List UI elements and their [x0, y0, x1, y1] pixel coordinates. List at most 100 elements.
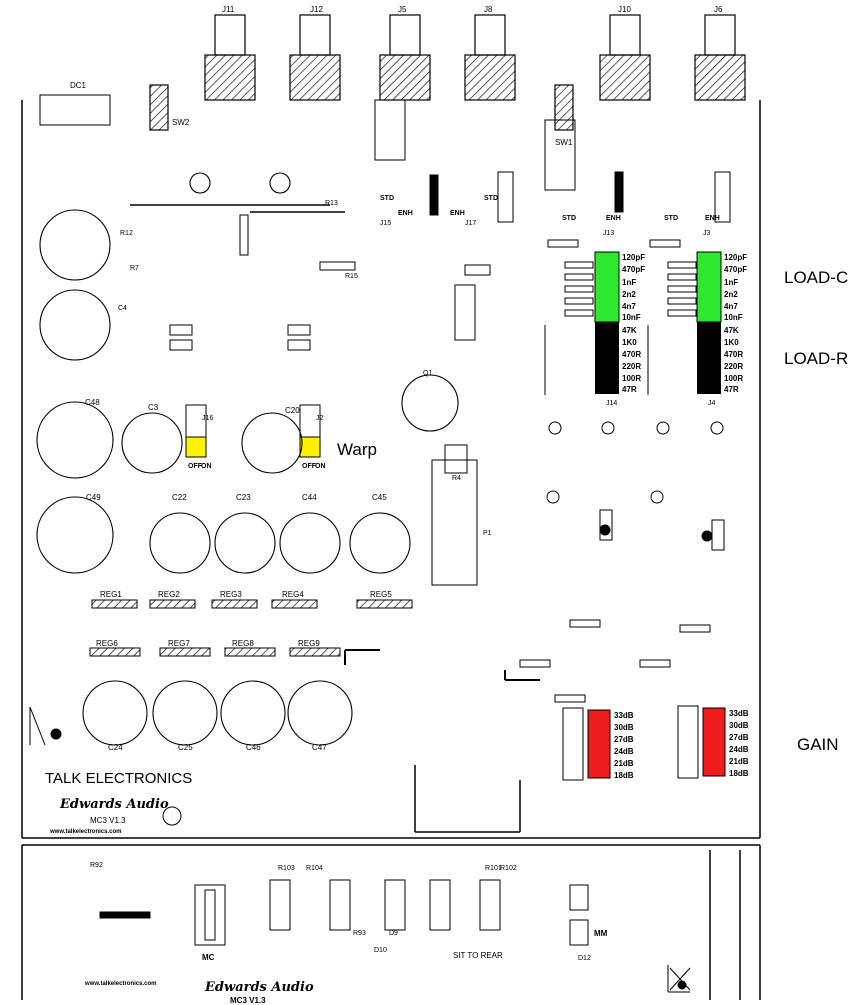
load-c-value: 120pF [724, 253, 747, 262]
capacitor [39, 209, 111, 281]
svg-text:R93: R93 [353, 930, 366, 937]
svg-text:R101: R101 [485, 865, 502, 872]
connector-labels: J11 J12 J5 J8 J10 J6 DC1 SW2 SW1 [70, 5, 723, 147]
connector-label: J8 [484, 5, 493, 14]
svg-text:C48: C48 [85, 398, 100, 407]
capacitor [214, 512, 276, 574]
svg-text:J2: J2 [316, 415, 324, 422]
load-r-value: 470R [622, 350, 641, 359]
svg-text:R103: R103 [278, 865, 295, 872]
load-r-value: 470R [724, 350, 743, 359]
product-name: Edwards Audio [59, 797, 169, 812]
load-c-value: 120pF [622, 253, 645, 262]
svg-text:33dB: 33dB [614, 711, 634, 720]
svg-text:STD: STD [484, 195, 498, 202]
svg-text:REG2: REG2 [158, 590, 180, 599]
svg-text:ON: ON [315, 463, 326, 470]
capacitor [220, 680, 286, 746]
capacitor [39, 289, 111, 361]
warp-switch-left [185, 436, 207, 458]
svg-text:ON: ON [201, 463, 212, 470]
branding-main: TALK ELECTRONICS Edwards Audio MC3 V1.3 … [45, 770, 192, 835]
load-r-jumper-right [697, 322, 721, 394]
svg-text:J4: J4 [708, 400, 716, 407]
svg-text:21dB: 21dB [729, 757, 749, 766]
load-r-value: 47R [724, 385, 739, 394]
connector-label: J6 [714, 5, 723, 14]
svg-text:J16: J16 [202, 415, 213, 422]
load-r-jumper-left [595, 322, 619, 394]
load-r-value: 1K0 [724, 338, 739, 347]
svg-text:27dB: 27dB [729, 733, 749, 742]
capacitor [36, 401, 114, 479]
bottom-board-text: MM MC SIT TO REAR [202, 929, 608, 962]
load-c-value: 2n2 [622, 290, 636, 299]
load-c-value: 1nF [724, 278, 738, 287]
svg-text:REG9: REG9 [298, 639, 320, 648]
load-c-jumper-left [594, 251, 620, 323]
load-r-value: 47R [622, 385, 637, 394]
large-capacitors [36, 172, 459, 746]
capacitor [121, 412, 183, 474]
switch-labels: OFF ON OFF ON STD ENH STD ENH STD ENH ST… [188, 195, 720, 470]
svg-text:C20: C20 [285, 406, 300, 415]
url-label: www.talkelectronics.com [49, 829, 121, 835]
misc-component-labels: R13 R12 R15 R7 C4 Q1 R4 P1 J14 J15 J16 J… [90, 200, 716, 962]
svg-text:C45: C45 [372, 493, 387, 502]
load-component-rows [544, 261, 697, 395]
svg-text:C47: C47 [312, 743, 327, 752]
connector-label: J5 [398, 5, 407, 14]
svg-text:REG5: REG5 [370, 590, 392, 599]
svg-text:STD: STD [380, 195, 394, 202]
svg-text:J15: J15 [380, 220, 391, 227]
product-name-bottom: Edwards Audio [204, 980, 314, 995]
svg-text:D9: D9 [389, 930, 398, 937]
capacitor-labels: C48 C49 C3 C20 C22 C23 C44 C45 C24 C25 C… [85, 398, 387, 752]
version-label: MC3 V1.3 [90, 816, 126, 825]
capacitor [152, 680, 218, 746]
load-r-value: 100R [724, 374, 743, 383]
svg-text:SIT TO REAR: SIT TO REAR [453, 951, 503, 960]
svg-text:J3: J3 [703, 230, 711, 237]
load-c-value: 10nF [724, 313, 743, 322]
company-name: TALK ELECTRONICS [45, 770, 192, 787]
dc-jack [39, 94, 576, 191]
svg-text:ENH: ENH [606, 215, 621, 222]
svg-text:C3: C3 [148, 403, 159, 412]
svg-text:REG4: REG4 [282, 590, 304, 599]
svg-text:R12: R12 [120, 230, 133, 237]
svg-text:REG7: REG7 [168, 639, 190, 648]
load-c-value: 2n2 [724, 290, 738, 299]
top-connectors [149, 14, 746, 131]
capacitor [349, 512, 411, 574]
svg-text:MC: MC [202, 953, 215, 962]
capacitor [401, 374, 459, 432]
capacitor [279, 512, 341, 574]
capacitor [36, 496, 114, 574]
svg-text:OFF: OFF [188, 463, 203, 470]
dc-label: DC1 [70, 81, 87, 90]
svg-text:P1: P1 [483, 530, 492, 537]
capacitor [241, 412, 303, 474]
version-label-bottom: MC3 V1.3 [230, 996, 266, 1005]
load-bank-right [696, 251, 722, 394]
svg-text:R7: R7 [130, 265, 139, 272]
gain-banks [562, 705, 726, 781]
svg-text:REG3: REG3 [220, 590, 242, 599]
svg-text:C44: C44 [302, 493, 317, 502]
svg-text:REG6: REG6 [96, 639, 118, 648]
svg-text:J14: J14 [606, 400, 617, 407]
load-r-label: LOAD-R [784, 349, 849, 368]
svg-text:C49: C49 [86, 493, 101, 502]
regulator-labels: REG1 REG2 REG3 REG4 REG5 REG6 REG7 REG8 … [96, 590, 392, 648]
capacitor [82, 680, 148, 746]
load-c-jumper-right [696, 251, 722, 323]
svg-text:18dB: 18dB [729, 769, 749, 778]
svg-text:C25: C25 [178, 743, 193, 752]
load-r-value: 100R [622, 374, 641, 383]
svg-text:ENH: ENH [705, 215, 720, 222]
warp-switch-right [299, 436, 321, 458]
connector-label: J12 [310, 5, 323, 14]
bottom-board-components [29, 706, 741, 1000]
